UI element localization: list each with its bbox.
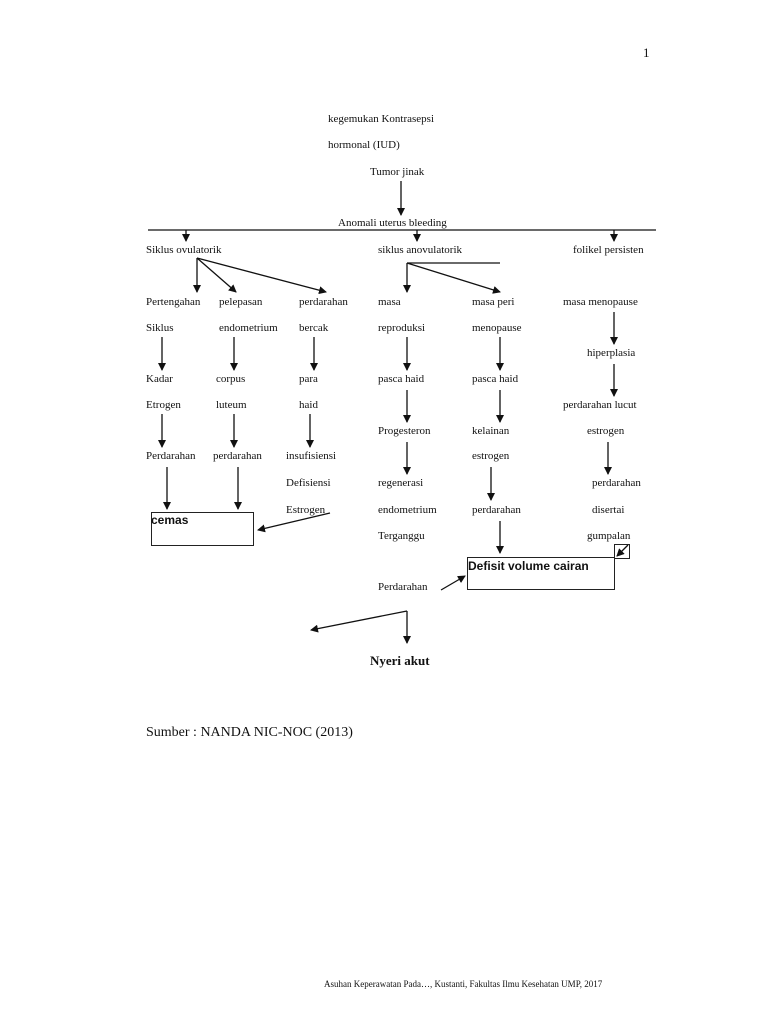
col2-item: luteum — [216, 399, 247, 411]
col5-item: perdarahan — [472, 504, 521, 516]
arrow-perdarahan-to-defisit — [440, 575, 466, 591]
cemas-label: cemas — [151, 513, 189, 527]
col5-item: estrogen — [472, 450, 510, 462]
col4-item: endometrium — [378, 504, 437, 516]
col3-item: insufisiensi — [286, 450, 337, 462]
arrow-gumpalan-to-defisit — [616, 544, 629, 557]
col2-item: endometrium — [219, 322, 278, 334]
col1-item: Kadar — [146, 373, 173, 385]
page-number: 1 — [643, 45, 650, 60]
arrow-ovul-to-pelepasan — [196, 257, 237, 293]
col4-item: masa — [378, 296, 401, 308]
source-citation: Sumber : NANDA NIC-NOC (2013) — [146, 725, 353, 740]
col3-item: bercak — [299, 322, 329, 334]
col2-item: corpus — [216, 373, 246, 385]
col3-item: para — [299, 373, 318, 385]
col3-item: Defisiensi — [286, 477, 331, 489]
col5-item: menopause — [472, 322, 522, 334]
defisit-volume-cairan-box: Defisit volume cairan — [467, 557, 615, 590]
col5-item: pasca haid — [472, 373, 519, 385]
col4-item: pasca haid — [378, 373, 425, 385]
col4-item: Perdarahan — [378, 581, 428, 593]
col3-item: Estrogen — [286, 504, 326, 516]
col5-item: masa peri — [472, 296, 515, 308]
col6-item: estrogen — [587, 425, 625, 437]
cause-text-line-1: kegemukan Kontrasepsi — [328, 113, 434, 125]
col6-item: perdarahan lucut — [563, 399, 637, 411]
anomali-uterus-label: Anomali uterus bleeding — [338, 217, 447, 229]
col6-item: disertai — [592, 504, 625, 516]
col6-item: perdarahan — [592, 477, 641, 489]
tumor-jinak-label: Tumor jinak — [370, 166, 425, 178]
defisit-label: Defisit volume cairan — [468, 559, 589, 573]
arrow-anov-to-masa-peri — [406, 262, 501, 294]
arrow-estrogen-to-cemas — [257, 512, 331, 533]
col6-item: hiperplasia — [587, 347, 636, 359]
arrow-to-left-branch — [310, 610, 408, 633]
page-footer: Asuhan Keperawatan Pada…, Kustanti, Faku… — [324, 979, 603, 989]
branch-anovulatorik: siklus anovulatorik — [378, 244, 463, 256]
cause-text-line-2: hormonal (IUD) — [328, 139, 400, 151]
col4-item: regenerasi — [378, 477, 424, 489]
arrow-ovul-to-perdarahan — [196, 257, 327, 295]
col3-item: haid — [299, 399, 318, 411]
col2-item: perdarahan — [213, 450, 262, 462]
branch-folikel-persisten: folikel persisten — [573, 244, 644, 256]
col3-item: perdarahan — [299, 296, 348, 308]
col1-item: Siklus — [146, 322, 174, 334]
col1-item: Pertengahan — [146, 296, 201, 308]
nyeri-akut-label: Nyeri akut — [370, 653, 430, 668]
col5-item: kelainan — [472, 425, 510, 437]
branch-ovulatorik: Siklus ovulatorik — [146, 244, 222, 256]
col4-item: Progesteron — [378, 425, 431, 437]
col4-item: reproduksi — [378, 322, 426, 334]
small-connector-box — [614, 544, 630, 559]
col1-item: Etrogen — [146, 399, 181, 411]
col4-item: Terganggu — [378, 530, 425, 542]
cemas-box: cemas — [151, 512, 254, 546]
col2-item: pelepasan — [219, 296, 263, 308]
col6-item: masa menopause — [563, 296, 638, 308]
col6-item: gumpalan — [587, 530, 631, 542]
col1-item: Perdarahan — [146, 450, 196, 462]
